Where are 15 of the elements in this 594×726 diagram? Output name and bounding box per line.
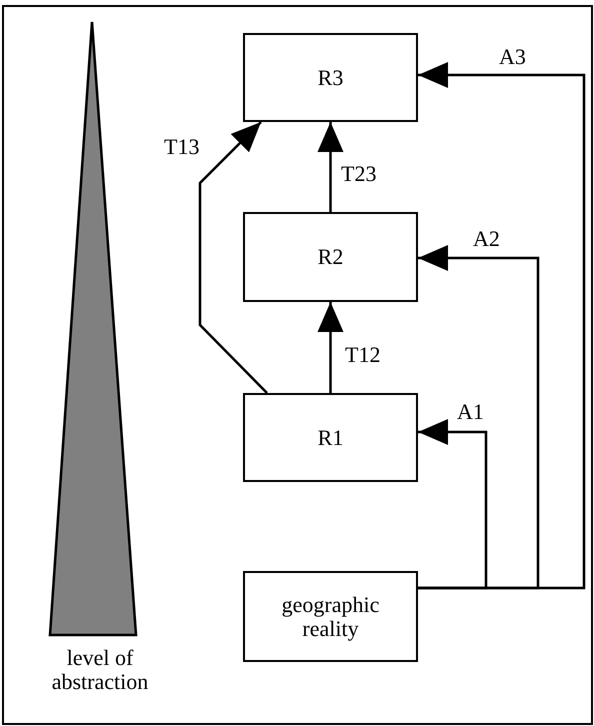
- process-box: [243, 33, 418, 122]
- arrow: [198, 121, 268, 394]
- node-label: R1: [318, 426, 344, 450]
- arrow: [418, 62, 586, 590]
- arrow: [418, 245, 540, 590]
- process-box: [243, 393, 418, 482]
- axis-caption: level of abstraction: [50, 646, 150, 694]
- node-label: R3: [318, 66, 344, 90]
- process-box: [243, 212, 418, 302]
- arrow: [418, 419, 488, 590]
- node-label: geographic reality: [280, 592, 380, 640]
- process-box: [243, 571, 418, 662]
- arrow: [318, 302, 344, 393]
- node-label: R2: [318, 245, 344, 269]
- arrow: [318, 122, 344, 212]
